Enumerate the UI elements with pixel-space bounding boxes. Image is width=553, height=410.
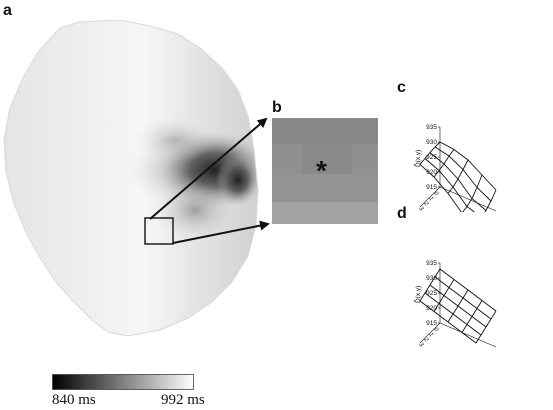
panel-label-d: d bbox=[397, 205, 407, 222]
z-tick-label: 930 bbox=[426, 275, 437, 282]
y-tick-label: 1 bbox=[427, 332, 434, 338]
z-tick-label: 925 bbox=[426, 154, 437, 161]
z-tick-label: 935 bbox=[426, 260, 437, 267]
panel-label-c: c bbox=[397, 79, 406, 96]
y-tick-label: 2 bbox=[422, 201, 429, 207]
surface-line-y bbox=[429, 284, 487, 328]
surface-plot-d: 9359309259209150123401234D̃(x,y) bbox=[412, 260, 497, 348]
surface-line-y bbox=[439, 141, 497, 191]
surface-line-y bbox=[439, 268, 497, 312]
colorbar bbox=[52, 374, 194, 390]
surface-plot-c: 9359309259209150123401234D̃(x,y) bbox=[412, 124, 497, 212]
tissue-region bbox=[4, 20, 258, 336]
surface-line-y bbox=[424, 292, 482, 336]
surface-line-y bbox=[434, 146, 492, 202]
panel-label-b: b bbox=[272, 99, 282, 116]
z-tick-label: 920 bbox=[426, 169, 437, 176]
panel-label-a: a bbox=[3, 2, 12, 19]
z-tick-label: 915 bbox=[426, 320, 437, 327]
surface-line-y bbox=[424, 158, 476, 212]
colorbar-min-label: 840 ms bbox=[52, 392, 96, 408]
y-tick-label: 0 bbox=[432, 191, 439, 197]
surface-line-y bbox=[419, 164, 462, 212]
y-tick-label: 2 bbox=[422, 337, 429, 343]
z-tick-label: 930 bbox=[426, 139, 437, 146]
zoomed-region bbox=[272, 118, 378, 224]
activation-map bbox=[3, 20, 259, 337]
y-tick-label: 3 bbox=[417, 206, 424, 212]
y-tick-label: 4 bbox=[412, 211, 419, 212]
y-tick-label: 3 bbox=[417, 342, 424, 348]
z-tick-label: 925 bbox=[426, 290, 437, 297]
floor-edge bbox=[419, 322, 497, 348]
colorbar-max-label: 992 ms bbox=[161, 392, 205, 408]
surface-line-x bbox=[433, 149, 455, 178]
z-axis-title: D̃(x,y) bbox=[414, 150, 422, 167]
z-tick-label: 920 bbox=[426, 305, 437, 312]
surface-line-y bbox=[429, 152, 487, 211]
z-tick-label: 935 bbox=[426, 124, 437, 131]
y-tick-label: 4 bbox=[412, 347, 419, 348]
z-tick-label: 915 bbox=[426, 184, 437, 191]
z-axis-title: D̃(x,y) bbox=[414, 286, 422, 303]
surface-line-x bbox=[484, 189, 497, 212]
y-tick-label: 0 bbox=[432, 327, 439, 333]
y-tick-label: 1 bbox=[427, 196, 434, 202]
surface-line-y bbox=[434, 276, 492, 320]
surface-line-y bbox=[419, 300, 477, 344]
zoom-center-marker: * bbox=[316, 155, 327, 186]
